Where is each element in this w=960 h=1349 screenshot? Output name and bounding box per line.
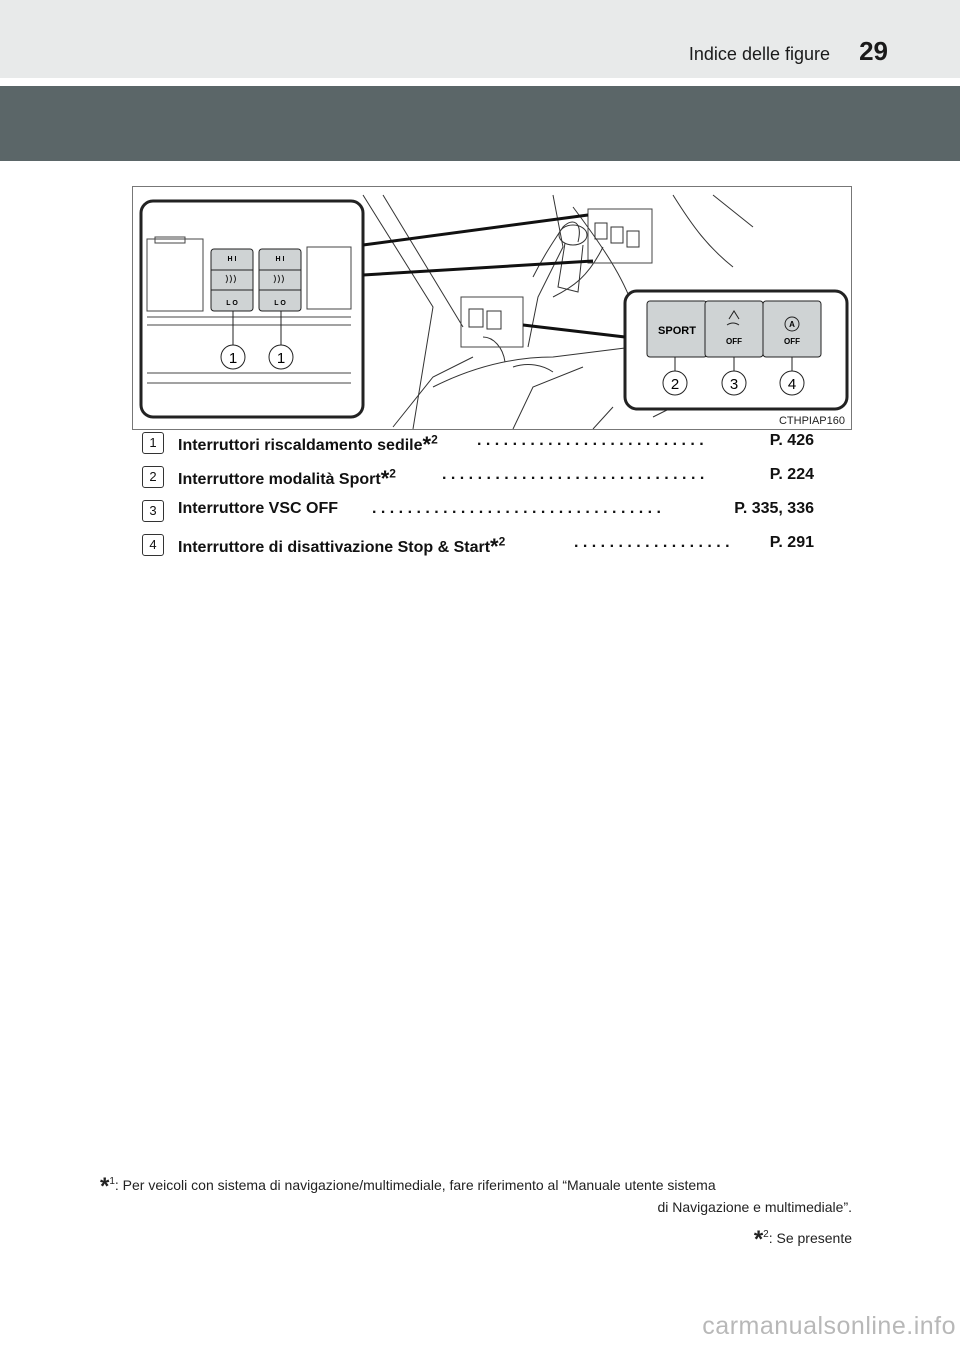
legend-item: 2 Interruttore modalità Sport*2 . . . . … [142,462,822,491]
item-label: Interruttore modalità Sport*2 [178,466,396,491]
header-title: Indice delle figure [688,44,830,64]
left-lo-label: L O [226,300,238,307]
legend-item: 1 Interruttori riscaldamento sedile*2 . … [142,428,822,457]
page-header [0,0,960,78]
right-lo-label: L O [274,300,286,307]
svg-text:3: 3 [730,376,738,393]
right-hi-label: H I [276,256,285,263]
sport-label: SPORT [658,325,696,337]
vsc-off-label: OFF [726,337,742,346]
stop-start-off-label: OFF [784,337,800,346]
item-number: 4 [142,534,164,556]
item-label: Interruttore VSC OFF [178,500,339,517]
page-reference[interactable]: P. 426 [769,432,814,449]
page-number: 29 [859,36,888,66]
callout-3 [721,370,747,396]
left-hi-label: H I [228,256,237,263]
page-reference[interactable]: P. 291 [769,534,814,551]
svg-text:1: 1 [229,350,237,367]
dot-leader: . . . . . . . . . . . . . . . . . . . . … [477,432,704,449]
item-label: Interruttore di disattivazione Stop & St… [178,534,506,559]
console-switches-figure: H I L O H I L O 1 1 SPORT OFF A OFF [132,186,852,430]
page-reference[interactable]: P. 224 [769,466,814,483]
item-number: 3 [142,500,164,522]
stop-start-switch [762,300,822,358]
legend-item: 3 Interruttore VSC OFF . . . . . . . . .… [142,496,822,522]
dot-leader: . . . . . . . . . . . . . . . . . . . . … [372,500,661,517]
callout-4 [779,370,805,396]
svg-text:2: 2 [671,376,679,393]
figure-code: CTHPIAP160 [778,415,845,427]
footnote-2: *2: Se presente [753,1226,852,1253]
legend-item: 4 Interruttore di disattivazione Stop & … [142,530,822,559]
dot-leader: . . . . . . . . . . . . . . . . . . [574,534,730,551]
auto-stop-icon [784,316,800,332]
svg-text:A: A [789,320,795,329]
item-number: 2 [142,466,164,488]
footnote-1: *1: Per veicoli con sistema di navigazio… [100,1173,716,1200]
footnotes: *1: Per veicoli con sistema di navigazio… [100,1172,852,1253]
svg-text:4: 4 [788,376,796,393]
item-number: 1 [142,432,164,454]
svg-text:1: 1 [277,350,285,367]
item-label: Interruttori riscaldamento sedile*2 [178,432,438,457]
seat-heater-left-icon [225,274,236,284]
console-illustration: H I L O H I L O 1 1 SPORT OFF A OFF [139,194,849,430]
callout-2 [662,370,688,396]
callout-1-left [220,344,246,370]
page-reference[interactable]: P. 335, 336 [734,500,814,517]
watermark: carmanualsonline.info [702,1312,956,1340]
callout-1-right [268,344,294,370]
header-band [0,86,960,161]
footnote-1-continued: di Navigazione e multimediale”. [657,1199,852,1215]
vsc-off-switch [704,300,764,358]
vsc-icon [726,310,740,326]
dot-leader: . . . . . . . . . . . . . . . . . . . . … [442,466,705,483]
seat-heater-right-icon [273,274,284,284]
